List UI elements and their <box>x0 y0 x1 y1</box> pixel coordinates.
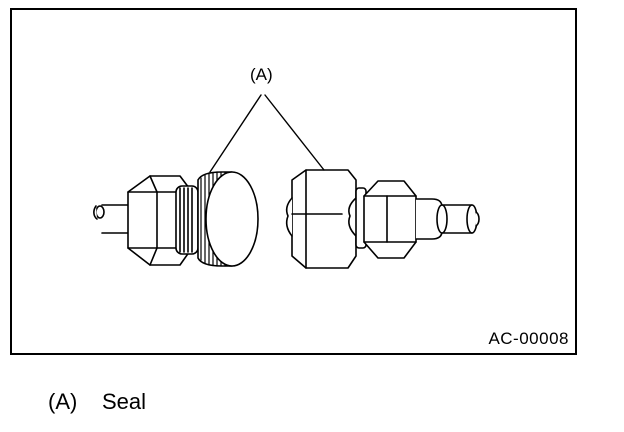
left-fitting <box>93 175 199 266</box>
coupler-illustration <box>93 94 480 269</box>
legend: (A) Seal <box>48 389 146 415</box>
right-fitting <box>285 169 480 269</box>
legend-text: Seal <box>102 389 147 414</box>
callout-leaders <box>209 94 325 173</box>
figure-frame: (A) AC-00008 <box>10 8 577 355</box>
legend-key: (A) <box>48 389 78 414</box>
legend-item: (A) Seal <box>48 389 146 415</box>
figure-code: AC-00008 <box>488 329 569 348</box>
callout-label-a: (A) <box>250 65 273 84</box>
seal-cap-left <box>197 171 259 267</box>
